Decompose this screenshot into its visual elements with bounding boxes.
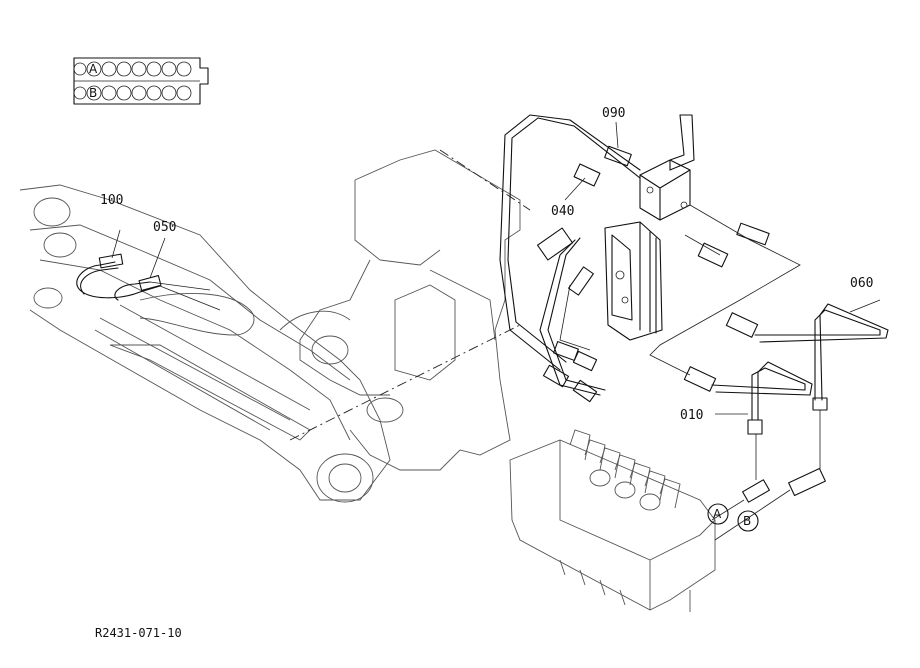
part-labels: 090 040 100 050 060 010	[100, 106, 873, 423]
drawing-number: R2431-071-10	[95, 626, 182, 640]
hose-100-050	[76, 229, 221, 311]
legend-row-a: A	[89, 62, 98, 76]
label-100: 100	[100, 193, 123, 208]
legend-row-b: B	[89, 86, 97, 100]
fittings-090-040	[537, 121, 632, 403]
steel-pipe-010	[711, 361, 813, 435]
label-060: 060	[850, 276, 873, 291]
port-markers: A B	[707, 489, 791, 541]
pilot-lines	[499, 114, 641, 396]
label-090: 090	[602, 106, 625, 121]
connection-legend: A B	[73, 57, 209, 105]
label-040: 040	[551, 204, 574, 219]
pilot-valve-block	[604, 221, 663, 341]
mount-bracket	[639, 114, 695, 221]
port-b-label: B	[743, 514, 751, 528]
boom-arm-assembly	[19, 184, 391, 503]
label-050: 050	[153, 220, 176, 235]
swing-frame	[279, 149, 521, 471]
port-a-label: A	[713, 507, 722, 521]
label-010: 010	[680, 408, 703, 423]
pilot-piping-right	[649, 204, 801, 392]
centerline	[289, 149, 531, 441]
main-control-valve	[509, 410, 826, 612]
